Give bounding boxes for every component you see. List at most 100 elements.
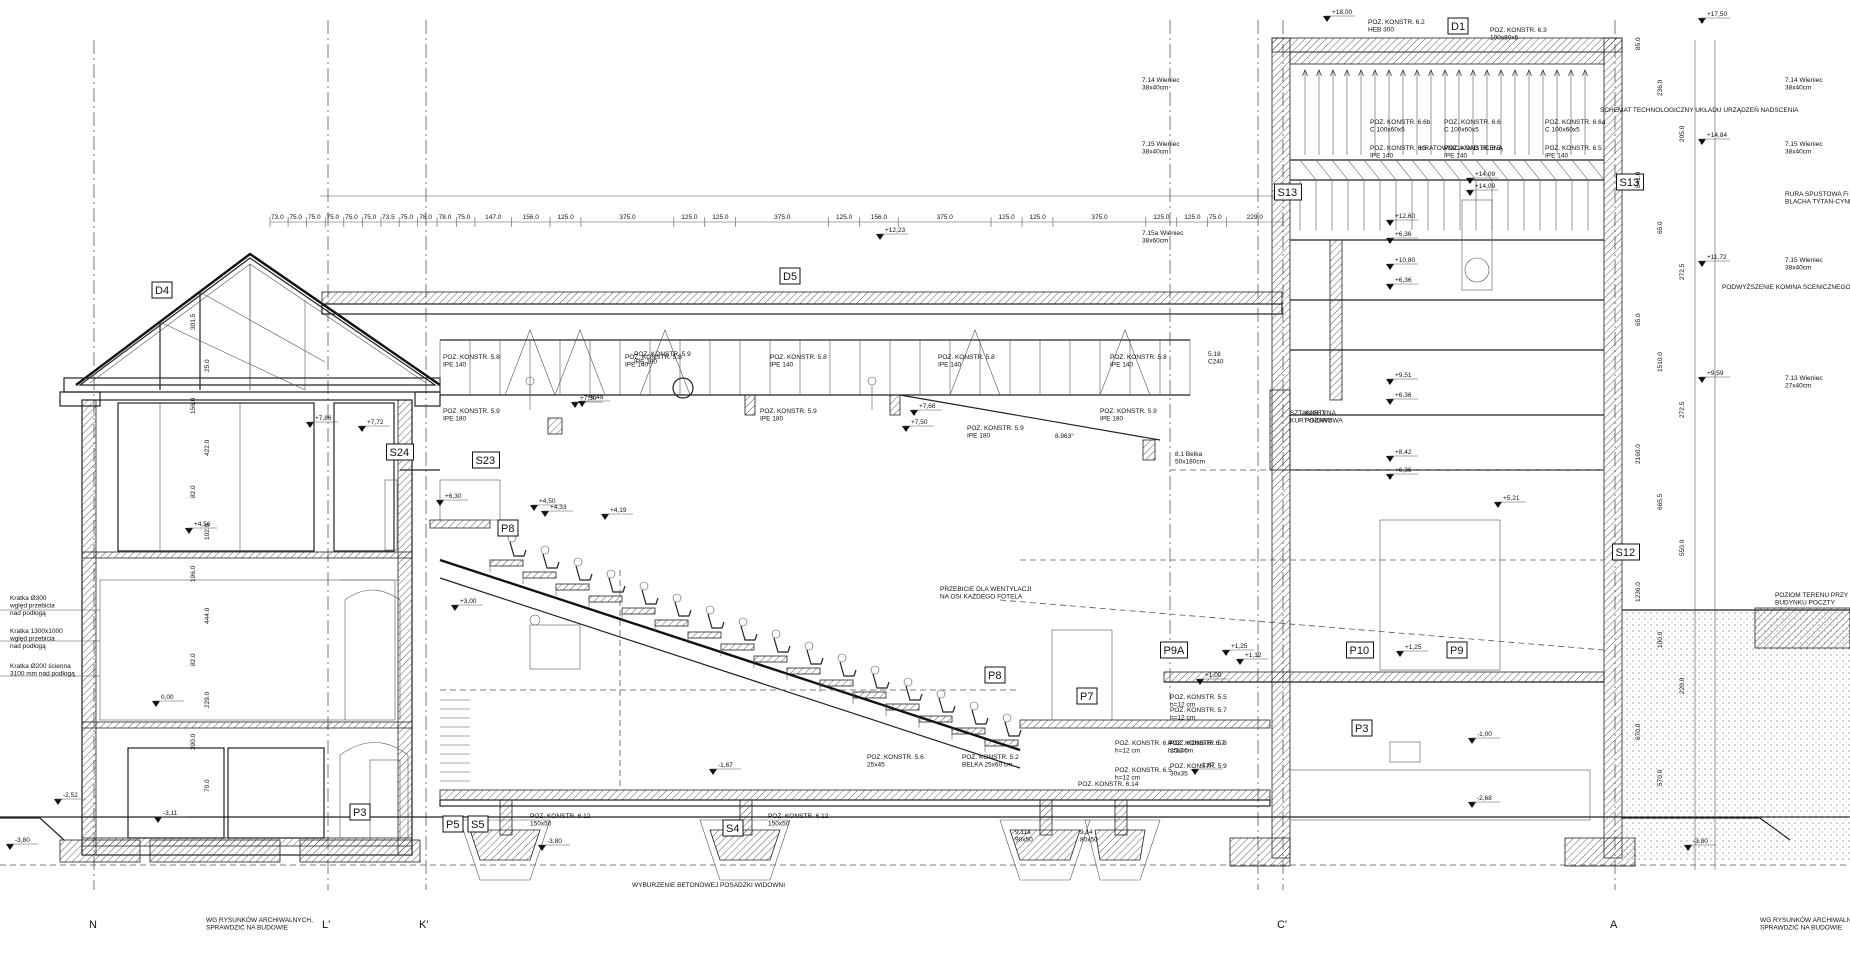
section-tag-label: P8 — [988, 670, 1001, 682]
section-tag-label: S13 — [1278, 187, 1298, 199]
dimension-label: 125.0 — [557, 214, 574, 221]
level-label: -3,80 — [1693, 838, 1708, 845]
dimension-label: 75.0 — [308, 214, 321, 221]
level-marker: +14,09 — [1466, 171, 1498, 184]
section-tag: P9 — [1446, 641, 1468, 659]
vertical-dimension: 100.0 — [1657, 631, 1664, 648]
vertical-dimension: 205.0 — [1679, 125, 1686, 142]
dimension-label: 147.0 — [485, 214, 502, 221]
level-marker: +7,72 — [358, 419, 390, 432]
annotation-schemat: SCHEMAT TECHNOLOGICZNY UKŁADU URZĄDZEŃ N… — [1600, 105, 1799, 114]
vertical-dimension: 82.0 — [190, 653, 197, 666]
level-label: +4,50 — [539, 498, 556, 505]
dimension-label: 125.0 — [1029, 214, 1046, 221]
annotation-poz-614: POZ. KONSTR. 6.14 — [1078, 781, 1139, 788]
section-tag: P8 — [497, 519, 519, 537]
annotation-rura: RURA SPUSTOWA Fi 100MMBLACHA TYTAN-CYNK — [1785, 191, 1850, 205]
auditorium-seat — [903, 677, 923, 701]
annotation-wg-left: WG RYSUNKÓW ARCHIWALNYCH,SPRAWDZIĆ NA BU… — [206, 915, 313, 931]
level-label: +12,23 — [885, 227, 905, 234]
section-tag-label: S5 — [471, 819, 484, 831]
annotation-wg-right: WG RYSUNKÓW ARCHIWALNYCH,SPRAWDZIĆ NA BU… — [1760, 915, 1850, 931]
annotation-kratownica: KRATOWNICA NAD SCENĄ — [1420, 145, 1503, 152]
level-marker: -3,80 — [6, 837, 38, 850]
vertical-dimension: 301.5 — [190, 313, 197, 330]
section-tag: S12 — [1612, 543, 1640, 561]
level-marker: +7,50 — [571, 395, 603, 408]
section-tag-label: D1 — [1451, 21, 1465, 33]
level-marker: +6,36 — [1386, 277, 1418, 290]
vertical-dimension: 85.0 — [1635, 37, 1642, 50]
section-tag: P8 — [984, 666, 1006, 684]
section-tag: P3 — [1351, 719, 1373, 737]
auditorium-seat — [507, 533, 527, 557]
auditorium-seat — [1002, 713, 1022, 737]
dimension-label: 78.0 — [439, 214, 452, 221]
level-label: +7,86 — [315, 415, 332, 422]
section-tag: D1 — [1447, 17, 1469, 35]
level-marker: +9,51 — [1386, 372, 1418, 385]
level-label: +7,66 — [919, 403, 936, 410]
level-label: -1,67 — [1200, 762, 1215, 769]
vertical-dimension: 196.0 — [190, 565, 197, 582]
auditorium-seat — [837, 653, 857, 677]
level-label: +1,25 — [1231, 643, 1248, 650]
dimension-label: 125.0 — [712, 214, 729, 221]
level-label: +1,12 — [1245, 652, 1262, 659]
vertical-dimension: 70.0 — [204, 779, 211, 792]
left-building-section — [0, 252, 441, 863]
axis-label: C' — [1277, 919, 1287, 931]
annotation-angle: 8.963° — [1055, 432, 1074, 440]
dimension-label: 125.0 — [681, 214, 698, 221]
annotation-poziom-terenu: POZIOM TERENU PRZY PARKINGUBUDYNKU POCZT… — [1775, 592, 1850, 606]
level-marker: 0,00 — [152, 694, 184, 707]
vertical-dimension: 2160.0 — [1635, 444, 1642, 464]
dimension-label: 75.0 — [327, 214, 340, 221]
dimension-label: 156.0 — [523, 214, 540, 221]
vertical-dimension: 82.0 — [190, 485, 197, 498]
level-label: +6,36 — [1395, 392, 1412, 399]
dimension-label: 125.0 — [1153, 214, 1170, 221]
level-label: -3,80 — [547, 838, 562, 845]
auditorium-seat — [540, 545, 560, 569]
level-marker: +12,60 — [1386, 213, 1418, 226]
axis-label: K' — [419, 919, 428, 931]
level-marker: +1,25 — [1222, 643, 1254, 656]
lower-level — [439, 570, 1271, 881]
level-marker: +5,21 — [1494, 495, 1526, 508]
vertical-dimension: 102.0 — [204, 523, 211, 540]
section-tag-label: P7 — [1080, 691, 1093, 703]
section-tag: S5 — [467, 815, 489, 833]
level-label: +17,50 — [1707, 11, 1727, 18]
vertical-dimension: 272.5 — [1679, 401, 1686, 418]
level-label: -1,67 — [718, 762, 733, 769]
level-label: +1,25 — [1405, 644, 1422, 651]
section-tag-label: S4 — [726, 823, 739, 835]
section-tag-label: P5 — [446, 819, 459, 831]
level-label: 0,00 — [161, 694, 174, 701]
level-marker: -1,67 — [709, 762, 741, 775]
level-label: +7,50 — [911, 419, 928, 426]
auditorium-seat — [573, 557, 593, 581]
level-marker: +3,00 — [451, 598, 483, 611]
level-marker: +7,66 — [910, 403, 942, 416]
section-tag: D4 — [151, 281, 173, 299]
